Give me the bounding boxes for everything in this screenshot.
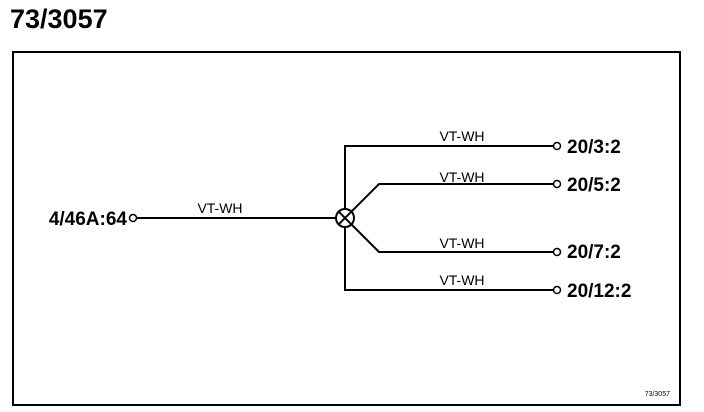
source-connector-label: 4/46A:64	[49, 209, 128, 230]
branch-connector-label: 20/7:2	[567, 242, 621, 263]
branch-wire-1: VT-WH 20/3:2	[344, 128, 621, 209]
source-wire-label: VT-WH	[197, 200, 242, 216]
reference-code: 73/3057	[645, 391, 670, 398]
branch-wire-4: VT-WH 20/12:2	[344, 227, 631, 302]
branch-terminal-icon	[552, 179, 562, 189]
branch-wire-3: VT-WH 20/7:2	[350, 223, 621, 263]
page-title: 73/3057	[10, 4, 108, 34]
branch-wire-label: VT-WH	[439, 169, 484, 185]
branch-terminal-icon	[552, 247, 562, 257]
branch-wire-label: VT-WH	[439, 235, 484, 251]
branch-connector-label: 20/12:2	[567, 281, 631, 302]
source-terminal-icon	[128, 213, 138, 223]
diagram-frame	[12, 51, 681, 406]
branch-terminal-icon	[552, 285, 562, 295]
branch-terminal-icon	[552, 141, 562, 151]
branch-wire-2: VT-WH 20/5:2	[350, 169, 621, 213]
splice-icon	[335, 208, 355, 228]
branch-connector-label: 20/5:2	[567, 175, 621, 196]
branch-wire-label: VT-WH	[439, 272, 484, 288]
branch-wire-label: VT-WH	[439, 128, 484, 144]
branch-connector-label: 20/3:2	[567, 137, 621, 158]
